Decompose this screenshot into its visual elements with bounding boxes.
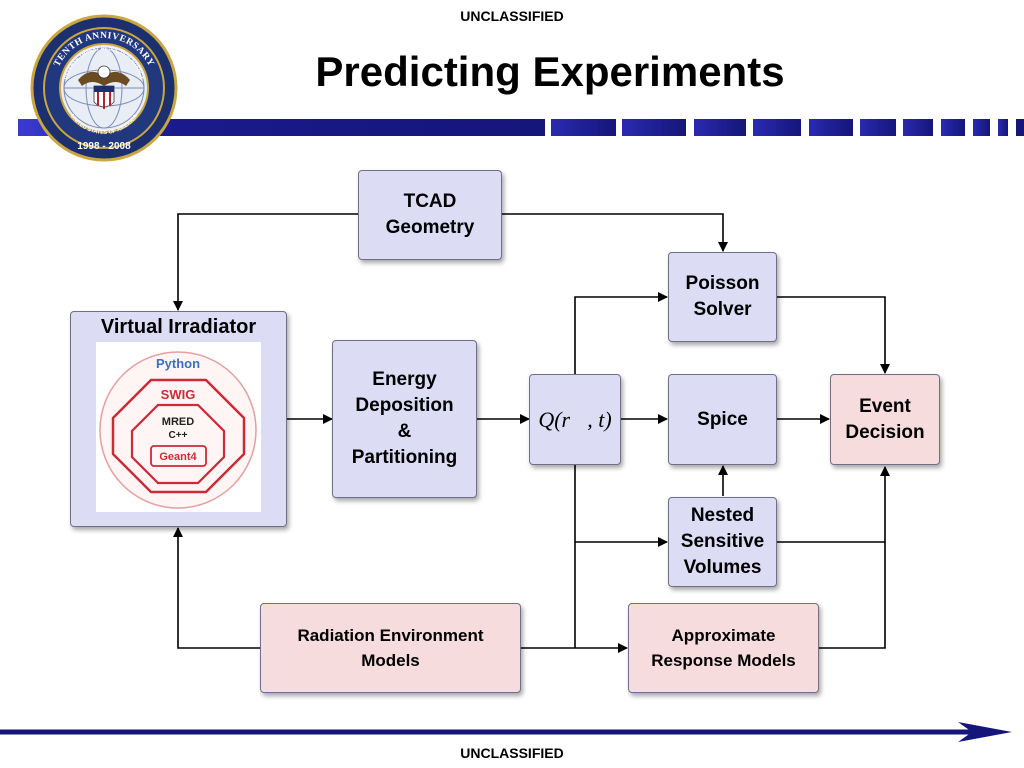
python-label: Python [156,356,200,371]
agency-seal-logo: TENTH ANNIVERSARY DEFENSE THREAT REDUCTI… [30,14,178,162]
virtual-irradiator-box: Virtual Irradiator Python SWIG MRED C++ … [70,311,287,527]
footer-arrow-line [0,722,1012,742]
arrow-radiation-to-irradiator [173,527,260,649]
mred-label: MRED [162,416,194,428]
banner-segment [973,119,990,136]
tcad-geometry-box: TCAD Geometry [358,170,502,260]
banner-segment [998,119,1008,136]
banner-segment [809,119,853,136]
banner-segment [694,119,746,136]
poisson-solver-box: Poisson Solver [668,252,777,342]
arrow-tcad-to-poisson [502,213,728,252]
radiation-environment-models-box: Radiation Environment Models [260,603,521,693]
banner-segment [551,119,616,136]
classification-bottom: UNCLASSIFIED [460,745,564,761]
banner-segment [860,119,896,136]
geant4-label: Geant4 [159,451,197,463]
energy-deposition-box: Energy Deposition & Partitioning [332,340,477,498]
approximate-response-models-box: Approximate Response Models [628,603,819,693]
arrow-tcad-to-irradiator [173,213,358,311]
logo-years: 1998 - 2008 [77,141,131,152]
banner-segment [903,119,933,136]
classification-top: UNCLASSIFIED [460,8,564,24]
swig-label: SWIG [161,387,196,402]
charge-function-label: Q(r⃗, t) [538,406,612,432]
software-stack-diagram: Python SWIG MRED C++ Geant4 [96,342,261,512]
nested-sensitive-volumes-box: Nested Sensitive Volumes [668,497,777,587]
banner-segment [941,119,965,136]
event-decision-box: Event Decision [830,374,940,465]
spice-box: Spice [668,374,777,465]
arrow-nested-to-event [777,466,890,543]
cpp-label: C++ [169,430,188,441]
banner-segment [1016,119,1024,136]
arrow-poisson-to-event [777,296,890,374]
banner-segment [622,119,686,136]
arrow-q-to-poisson [574,292,668,374]
charge-function-box: Q(r⃗, t) [529,374,621,465]
arrow-approx-to-event [819,542,886,649]
banner-segment [753,119,801,136]
page-title: Predicting Experiments [315,48,785,95]
virtual-irradiator-title: Virtual Irradiator [100,316,257,338]
